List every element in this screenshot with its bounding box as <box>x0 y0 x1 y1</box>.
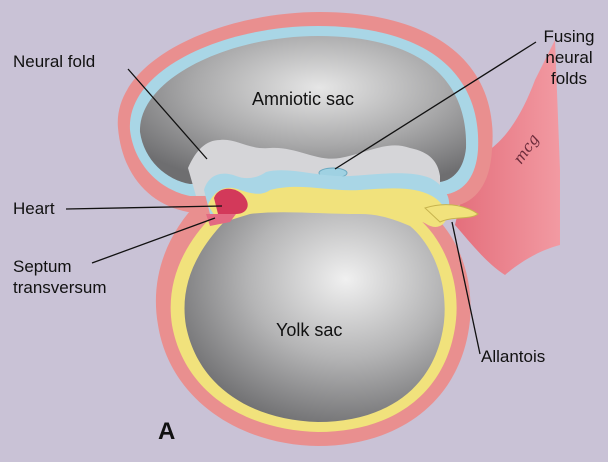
label-heart: Heart <box>13 198 55 219</box>
label-allantois: Allantois <box>481 346 545 367</box>
label-fusing-line-3: folds <box>534 68 604 89</box>
label-fusing-neural-folds: Fusing neural folds <box>534 26 604 89</box>
label-septum-transversum: Septum transversum <box>13 256 107 298</box>
label-fusing-line-2: neural <box>534 47 604 68</box>
label-fusing-line-1: Fusing <box>534 26 604 47</box>
label-amniotic-sac: Amniotic sac <box>252 89 354 110</box>
panel-letter: A <box>158 418 175 446</box>
label-yolk-sac: Yolk sac <box>276 320 342 341</box>
label-septum-line-1: Septum <box>13 256 107 277</box>
label-septum-line-2: transversum <box>13 277 107 298</box>
label-neural-fold: Neural fold <box>13 51 95 72</box>
